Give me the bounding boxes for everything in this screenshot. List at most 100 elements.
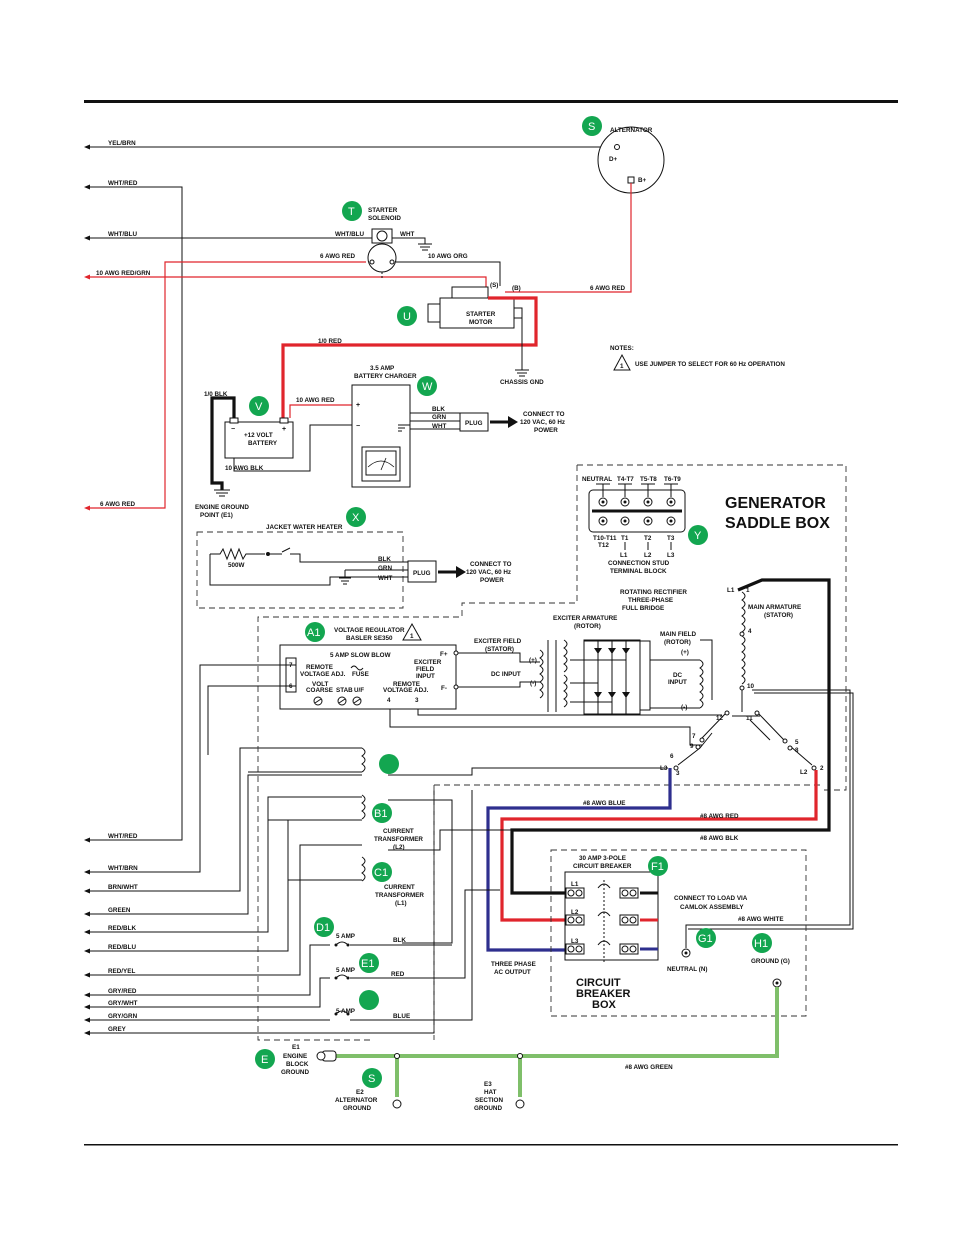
reg-note: 1 (410, 633, 414, 640)
reg-exc1: EXCITER (414, 659, 442, 666)
arm-n9: 9 (690, 743, 694, 750)
header-rule (84, 100, 898, 103)
arm-n6: 6 (670, 753, 674, 760)
arm-n11: 11 (746, 715, 753, 722)
fuse2-amp: 5 AMP (336, 967, 355, 974)
terminal-block: NEUTRAL T4-T7 T5-T8 T6-T9 T10-T11 T12 T1… (582, 476, 686, 575)
tb-neutral: NEUTRAL (582, 476, 612, 483)
alternator: D+ B+ ALTERNATOR 6 AWG RED (505, 126, 665, 293)
svg-text:F1: F1 (651, 861, 664, 873)
saddle-box: GENERATOR SADDLE BOX (257, 464, 847, 1041)
badge-e1 (359, 953, 379, 973)
cb-neutral: NEUTRAL (N) (667, 966, 707, 973)
svg-text:G1: G1 (698, 933, 713, 945)
wire-red-label: #8 AWG RED (700, 813, 739, 820)
reg-coarse: COARSE (306, 687, 333, 694)
solenoid-wht: WHT (400, 231, 414, 238)
e3-label2: HAT (484, 1089, 497, 1096)
badge-e (255, 1049, 275, 1069)
ground-point-2: POINT (E1) (200, 512, 233, 519)
exc-armature1: EXCITER ARMATURE (553, 615, 617, 622)
arm-n4: 4 (748, 628, 752, 635)
exciter: EXCITER FIELD (STATOR) (+) DC INPUT (-) … (474, 589, 713, 715)
tb-l1: L1 (620, 552, 628, 559)
badge-s (582, 116, 602, 136)
reg-stab: STAB (336, 687, 353, 694)
main-field1: MAIN FIELD (660, 631, 696, 638)
svg-text:H1: H1 (754, 938, 768, 950)
reg-fuse-title: 5 AMP SLOW BLOW (330, 652, 391, 659)
ct-b1-2: TRANSFORMER (374, 836, 423, 843)
tb-t2: T2 (644, 535, 652, 542)
footer-rule (84, 1144, 898, 1146)
svg-text:E: E (261, 1054, 268, 1066)
notes-text: USE JUMPER TO SELECT FOR 60 Hz OPERATION (635, 361, 785, 368)
reg-title1: VOLTAGE REGULATOR (334, 627, 405, 634)
label-red-blu: RED/BLU (108, 944, 136, 951)
charger-title1: 3.5 AMP (370, 365, 394, 372)
tb-t1: T1 (621, 535, 629, 542)
cb-box3: BOX (592, 999, 617, 1011)
reg-fplus: F+ (440, 651, 448, 658)
e1-label3: BLOCK (286, 1061, 309, 1068)
tb-t10: T10-T11 (593, 535, 617, 542)
battery-label2: BATTERY (248, 440, 278, 447)
exc-dc-input: DC INPUT (491, 671, 521, 678)
e2-label1: E2 (356, 1089, 364, 1096)
label-6awg-red: 6 AWG RED (100, 501, 136, 508)
heater-connect3: POWER (480, 577, 504, 584)
label-gry-wht: GRY/WHT (108, 1000, 138, 1007)
alternator-wire-label: 6 AWG RED (590, 285, 626, 292)
charger-blk: BLK (432, 406, 445, 413)
reg-t3: 3 (415, 697, 419, 704)
tb-block1: CONNECTION STUD (608, 560, 670, 567)
reg-fuse: FUSE (352, 671, 369, 678)
heater-watts: 500W (228, 562, 245, 569)
battery-pos: + (282, 426, 286, 433)
svg-text:X: X (352, 512, 360, 524)
cb-title1: 30 AMP 3-POLE (579, 855, 626, 862)
svg-text:W: W (422, 381, 433, 393)
alternator-d-plus: D+ (609, 156, 618, 163)
badge-blank2 (359, 990, 379, 1010)
arm-l1: L1 (727, 587, 735, 594)
solenoid-title2: SOLENOID (368, 215, 401, 222)
ct-c1-2: TRANSFORMER (375, 892, 424, 899)
charger-title2: BATTERY CHARGER (354, 373, 417, 380)
arm-n5: 5 (795, 739, 799, 746)
reg-rem2a: REMOTE (393, 681, 420, 688)
arm-title2: (STATOR) (764, 612, 793, 619)
solenoid-org: 10 AWG ORG (428, 253, 468, 260)
label-gry-red: GRY/RED (108, 988, 137, 995)
badge-x (346, 507, 366, 527)
notes-num: 1 (620, 363, 624, 370)
starter-title1: STARTER (466, 311, 496, 318)
exc-plus: (+) (529, 657, 537, 664)
badge-u (397, 306, 417, 326)
badge-c1 (372, 862, 392, 882)
rect-title1: ROTATING RECTIFIER (620, 589, 687, 596)
tb-t6t9: T6-T9 (664, 476, 681, 483)
arm-l2: L2 (800, 769, 808, 776)
starter-motor: STARTER MOTOR (S) (B) CHASSIS GND 1/0 RE… (281, 282, 544, 430)
reg-remote2: VOLTAGE ADJ. (300, 671, 346, 678)
wire-blue-label: #8 AWG BLUE (583, 800, 625, 807)
svg-text:Y: Y (694, 530, 702, 542)
reg-t4: 4 (387, 697, 391, 704)
heater-grn: GRN (378, 565, 392, 572)
solenoid-title1: STARTER (368, 207, 398, 214)
e1-label4: GROUND (281, 1069, 309, 1076)
battery-red-label: 10 AWG RED (296, 397, 335, 404)
e3-label3: SECTION (475, 1097, 503, 1104)
tb-t12: T12 (598, 542, 609, 549)
ct-c1-1: CURRENT (384, 884, 415, 891)
heater-blk: BLK (378, 556, 391, 563)
starter-cable-label: 1/0 RED (318, 338, 342, 345)
badge-d1 (314, 917, 334, 937)
battery-charger: 3.5 AMP BATTERY CHARGER + − BLK GRN WHT … (351, 365, 565, 488)
main-dc1: DC (673, 672, 683, 679)
e1-label1: E1 (292, 1044, 300, 1051)
reg-title2: BASLER SE350 (346, 635, 393, 642)
alternator-b-plus: B+ (638, 177, 647, 184)
svg-text:T: T (348, 206, 355, 218)
